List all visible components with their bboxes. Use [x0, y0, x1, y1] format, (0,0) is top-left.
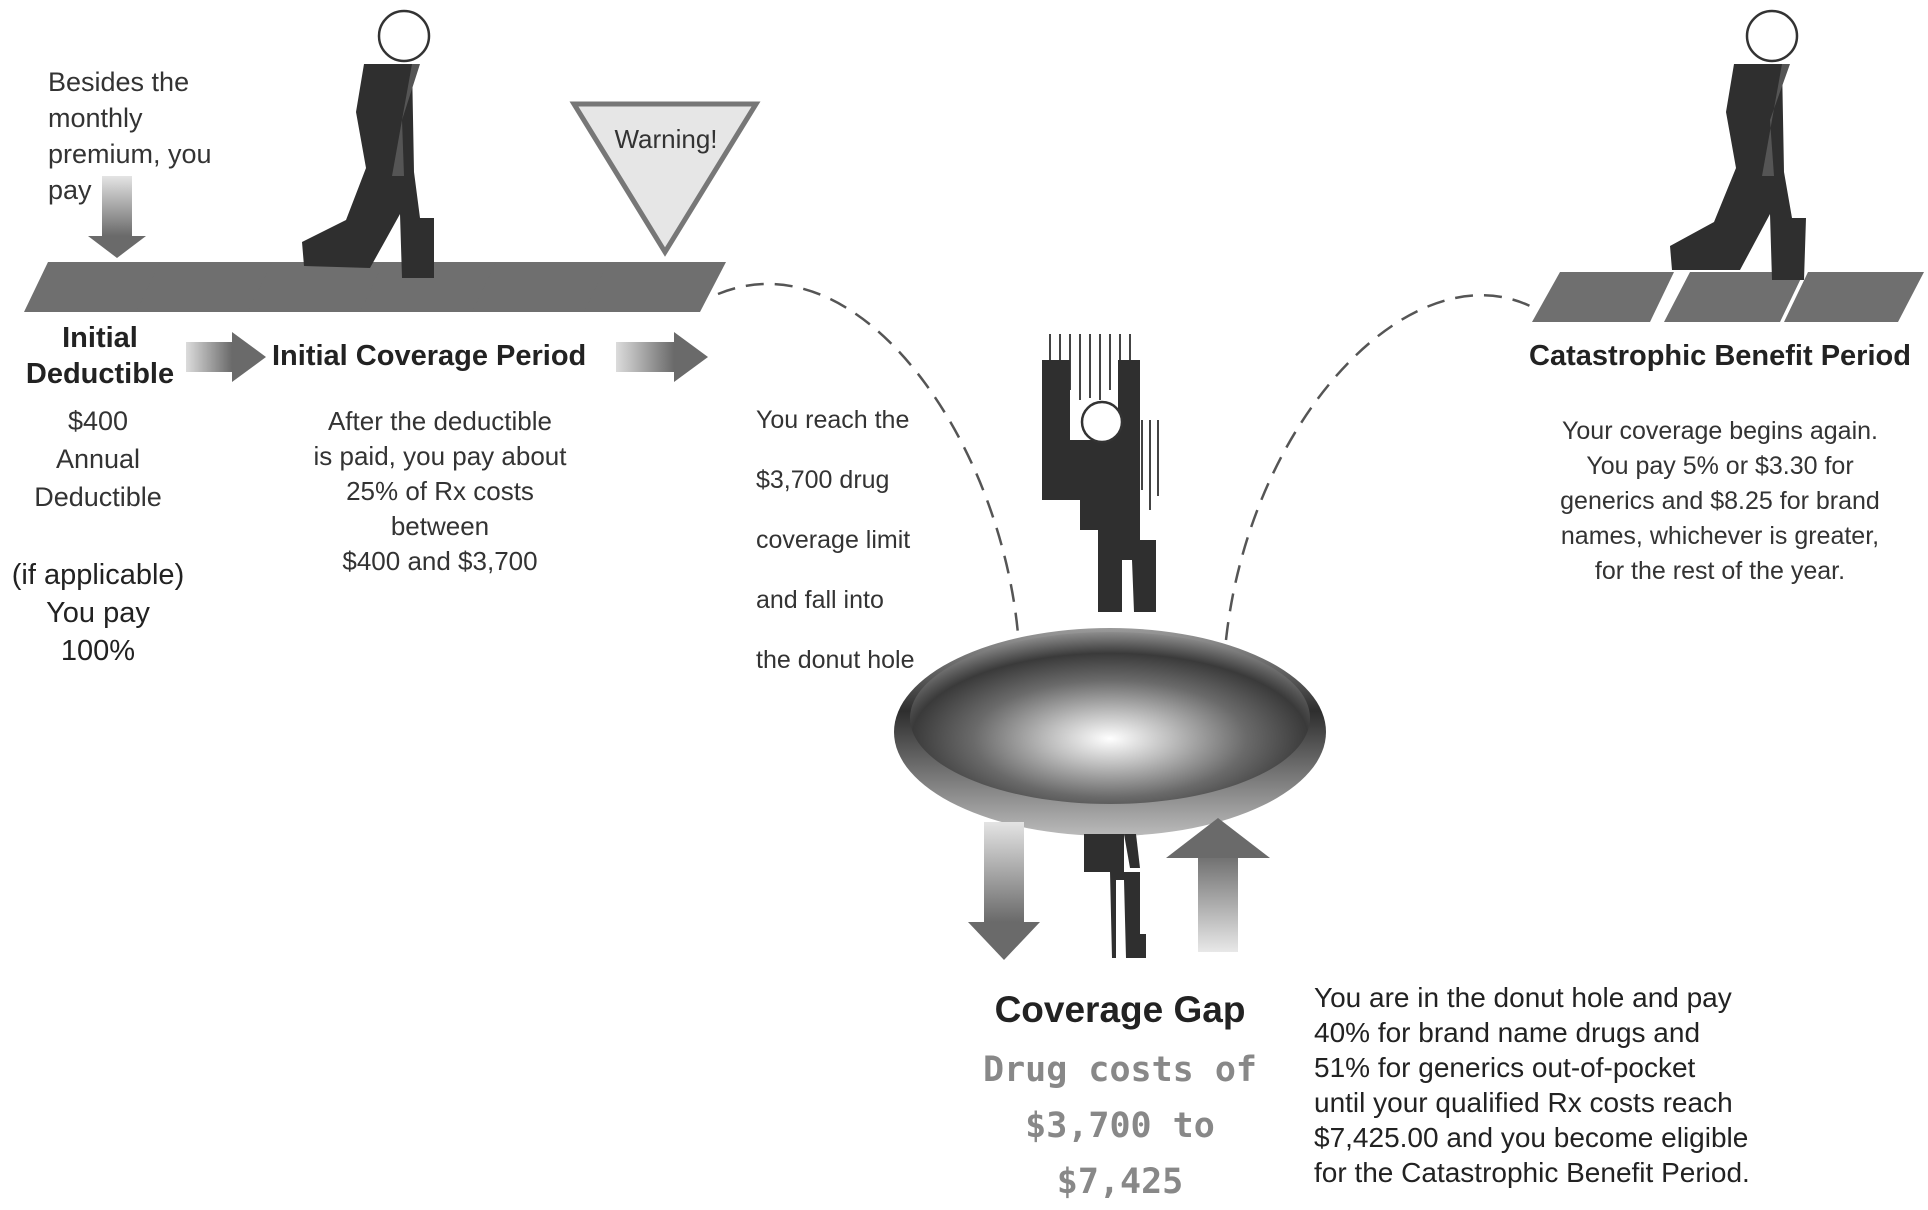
initial-path-tiles [24, 262, 726, 312]
catastrophic-path-tiles [1532, 272, 1924, 322]
initial-coverage-description: After the deductible is paid, you pay ab… [300, 404, 580, 579]
catastrophic-heading: Catastrophic Benefit Period [1520, 338, 1920, 374]
initial-deductible-amount: $400 Annual Deductible [0, 402, 196, 516]
coverage-to-gap-arrow [616, 332, 708, 382]
warning-label: Warning! [596, 122, 736, 156]
coverage-gap-costs: Drug costs of $3,700 to $7,425 [960, 1042, 1280, 1210]
coverage-gap-heading: Coverage Gap [960, 988, 1280, 1032]
deductible-to-coverage-arrow [186, 332, 266, 382]
walking-figure-left [302, 11, 434, 278]
premium-note: Besides the monthly premium, you pay [48, 64, 248, 208]
walking-figure-right [1670, 11, 1806, 280]
initial-deductible-note: (if applicable) You pay 100% [0, 556, 196, 670]
falling-figure [1042, 334, 1158, 612]
coverage-limit-note: You reach the $3,700 drug coverage limit… [756, 390, 926, 690]
donut-hole [894, 628, 1326, 836]
initial-deductible-heading: Initial Deductible [10, 320, 190, 392]
path-tile [1784, 272, 1924, 322]
path-tile [1532, 272, 1674, 322]
initial-coverage-heading: Initial Coverage Period [272, 338, 612, 374]
jump-arc-right [1226, 295, 1530, 640]
path-tile [584, 262, 726, 312]
catastrophic-description: Your coverage begins again. You pay 5% o… [1540, 414, 1900, 589]
falling-legs [1084, 834, 1146, 958]
gap-up-arrow [1166, 818, 1270, 952]
gap-down-arrow [968, 822, 1040, 960]
coverage-gap-description: You are in the donut hole and pay 40% fo… [1314, 980, 1914, 1190]
